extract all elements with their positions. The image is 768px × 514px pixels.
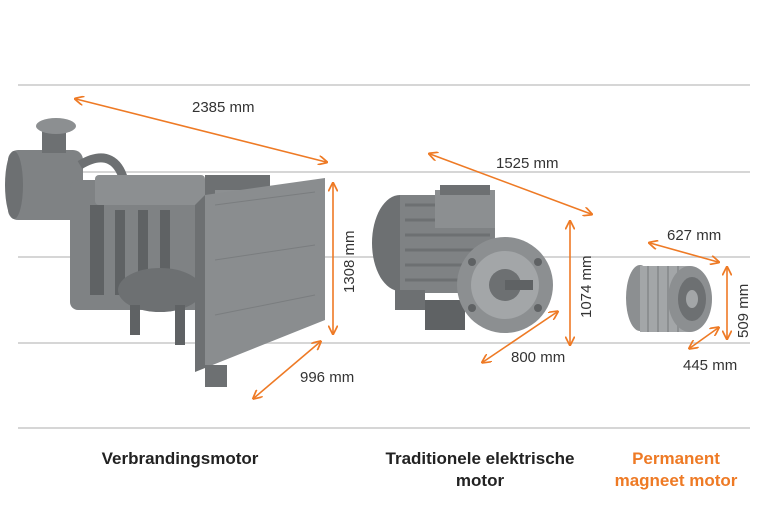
traditional-depth-arrow (483, 312, 557, 362)
combustion-caption-text: Verbrandingsmotor (101, 449, 259, 468)
traditional-caption-line1: Traditionele elektrische (385, 449, 575, 468)
traditional-height-label: 1074 mm (578, 255, 595, 318)
permanent-length-label: 627 mm (667, 227, 721, 244)
combustion-length-label: 2385 mm (192, 99, 255, 116)
traditional-length-label: 1525 mm (496, 155, 559, 172)
combustion-height-label: 1308 mm (341, 230, 358, 293)
traditional-depth-label: 800 mm (511, 349, 565, 366)
permanent-depth-arrow (690, 328, 718, 348)
combustion-engine-illustration (5, 118, 325, 387)
permanent-magnet-motor-illustration (626, 265, 712, 332)
permanent-depth-label: 445 mm (683, 357, 737, 374)
permanent-caption-line2: magneet motor (614, 471, 738, 490)
combustion-caption: Verbrandingsmotor (60, 448, 300, 470)
combustion-depth-arrow (254, 342, 320, 398)
traditional-length-arrow (430, 154, 591, 214)
combustion-depth-label: 996 mm (300, 369, 354, 386)
permanent-length-arrow (650, 243, 718, 262)
traditional-motor-illustration (372, 185, 553, 333)
permanent-caption-line1: Permanent (632, 449, 720, 468)
dimension-arrows (76, 99, 727, 398)
traditional-caption: Traditionele elektrische motor (350, 448, 610, 492)
combustion-length-arrow (76, 99, 326, 162)
traditional-caption-line2: motor (455, 471, 505, 490)
permanent-height-label: 509 mm (735, 284, 752, 338)
permanent-caption: Permanent magneet motor (598, 448, 754, 492)
